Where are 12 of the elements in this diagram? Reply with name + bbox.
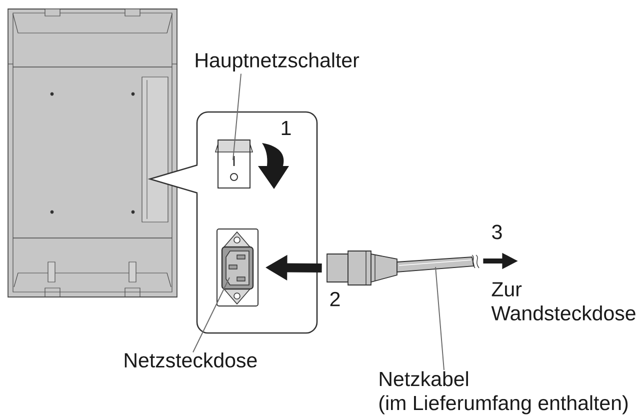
leader-line	[435, 266, 444, 370]
part-label: Netzsteckdose	[124, 352, 257, 368]
step-number: 1	[282, 120, 291, 136]
step-number: 3	[492, 224, 502, 240]
power-socket	[216, 228, 258, 306]
part-label: Netzkabel (im Lieferumfang enthalten)	[379, 371, 628, 414]
leader-line	[192, 277, 230, 353]
rocker-switch	[214, 140, 254, 188]
direction-note: Zur Wandsteckdose	[491, 282, 636, 320]
power-cable	[326, 250, 480, 286]
part-label: Hauptnetzschalter	[196, 52, 360, 72]
leader-line	[232, 73, 242, 160]
